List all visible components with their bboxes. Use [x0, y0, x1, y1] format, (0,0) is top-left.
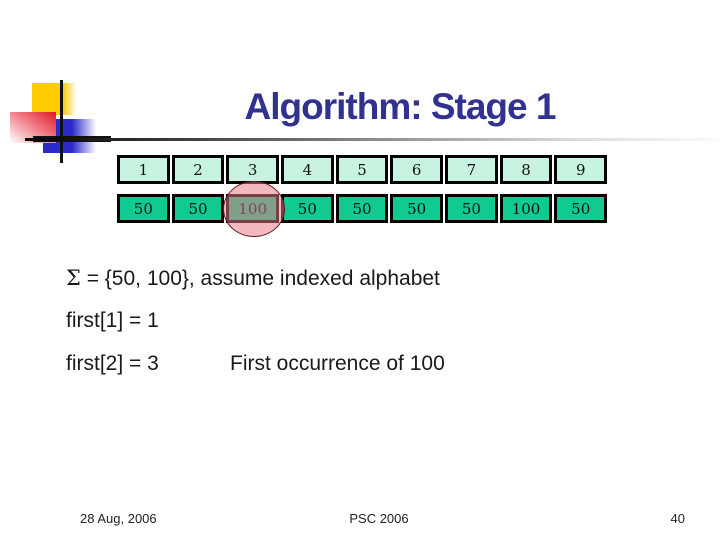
index-header-cell: 3: [226, 155, 280, 184]
footer-conference: PSC 2006: [349, 511, 409, 526]
index-table: 1 2 3 4 5 6 7 8 9 50 50 100 50 50 50 50 …: [117, 155, 608, 237]
value-cell: 50: [171, 194, 225, 223]
index-header-cell: 4: [281, 155, 334, 184]
value-cell: 50: [390, 194, 444, 223]
title-divider-rule: [25, 138, 718, 141]
index-header-row: 1 2 3 4 5 6 7 8 9: [117, 155, 608, 184]
highlight-ellipse: [223, 181, 285, 237]
index-header-cell: 6: [390, 155, 444, 184]
value-cell: 50: [117, 194, 170, 223]
alphabet-definition-text: = {50, 100}, assume indexed alphabet: [80, 267, 440, 290]
first-occurrence-note: First occurrence of 100: [230, 352, 445, 375]
index-header-cell: 2: [171, 155, 225, 184]
decoration-yellow-square: [32, 83, 77, 115]
footer-date: 28 Aug, 2006: [80, 511, 157, 526]
first2-line: first[2] = 3: [66, 352, 159, 375]
footer-page-number: 40: [670, 511, 685, 526]
value-cell: 50: [554, 194, 608, 223]
value-row: 50 50 100 50 50 50 50 100 50: [117, 194, 608, 223]
value-cell: 100: [499, 194, 553, 223]
index-header-cell: 1: [117, 155, 170, 184]
first1-line: first[1] = 1: [66, 309, 159, 332]
index-header-cell: 5: [335, 155, 389, 184]
index-header-cell: 8: [499, 155, 553, 184]
alphabet-definition-line: Σ = {50, 100}, assume indexed alphabet: [66, 266, 440, 291]
index-header-cell: 9: [554, 155, 608, 184]
page-title: Algorithm: Stage 1: [244, 86, 557, 127]
value-cell: 50: [281, 194, 334, 223]
value-cell: 50: [445, 194, 498, 223]
value-cell: 50: [335, 194, 389, 223]
decoration-vertical-line: [60, 80, 63, 163]
index-header-cell: 7: [445, 155, 498, 184]
sigma-symbol: Σ: [66, 266, 81, 290]
